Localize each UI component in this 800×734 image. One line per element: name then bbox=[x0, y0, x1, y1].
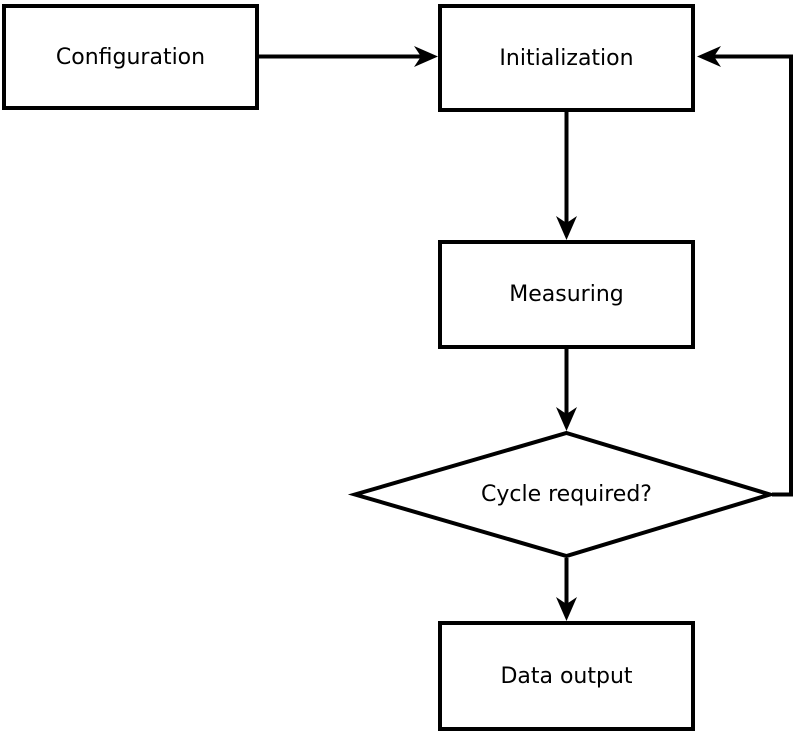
edge-cycle-required-to-data-output bbox=[556, 558, 577, 621]
node-cycle-required-label: Cycle required? bbox=[481, 482, 652, 507]
arrowhead-into-data-output-top bbox=[556, 597, 577, 621]
edge-measuring-to-cycle-required bbox=[556, 349, 577, 431]
arrowhead-into-measuring-top bbox=[556, 216, 577, 240]
node-data-output[interactable]: Data output bbox=[438, 621, 695, 731]
node-cycle-required-shape[interactable] bbox=[347, 430, 777, 559]
node-data-output-label: Data output bbox=[500, 664, 632, 689]
arrowhead-into-initialization-left bbox=[414, 46, 438, 67]
node-initialization-label: Initialization bbox=[499, 46, 633, 71]
edge-cycle-required-to-initialization-loop bbox=[697, 46, 793, 497]
node-initialization[interactable]: Initialization bbox=[438, 4, 695, 112]
arrowhead-into-cycle-required-top bbox=[556, 407, 577, 431]
node-cycle-required[interactable]: Cycle required? bbox=[347, 430, 777, 559]
edge-initialization-to-measuring bbox=[556, 112, 577, 240]
node-configuration[interactable]: Configuration bbox=[2, 4, 259, 110]
node-data-output-shape[interactable] bbox=[438, 621, 695, 731]
arrowhead-into-initialization-right bbox=[697, 46, 721, 67]
node-measuring-label: Measuring bbox=[509, 282, 623, 307]
edge-line-cycle-required-to-initialization-loop bbox=[707, 54, 793, 497]
node-configuration-shape[interactable] bbox=[2, 4, 259, 110]
edge-configuration-to-initialization bbox=[259, 46, 438, 67]
node-measuring-shape[interactable] bbox=[438, 240, 695, 349]
node-configuration-label: Configuration bbox=[56, 45, 205, 70]
node-initialization-shape[interactable] bbox=[438, 4, 695, 112]
node-measuring[interactable]: Measuring bbox=[438, 240, 695, 349]
